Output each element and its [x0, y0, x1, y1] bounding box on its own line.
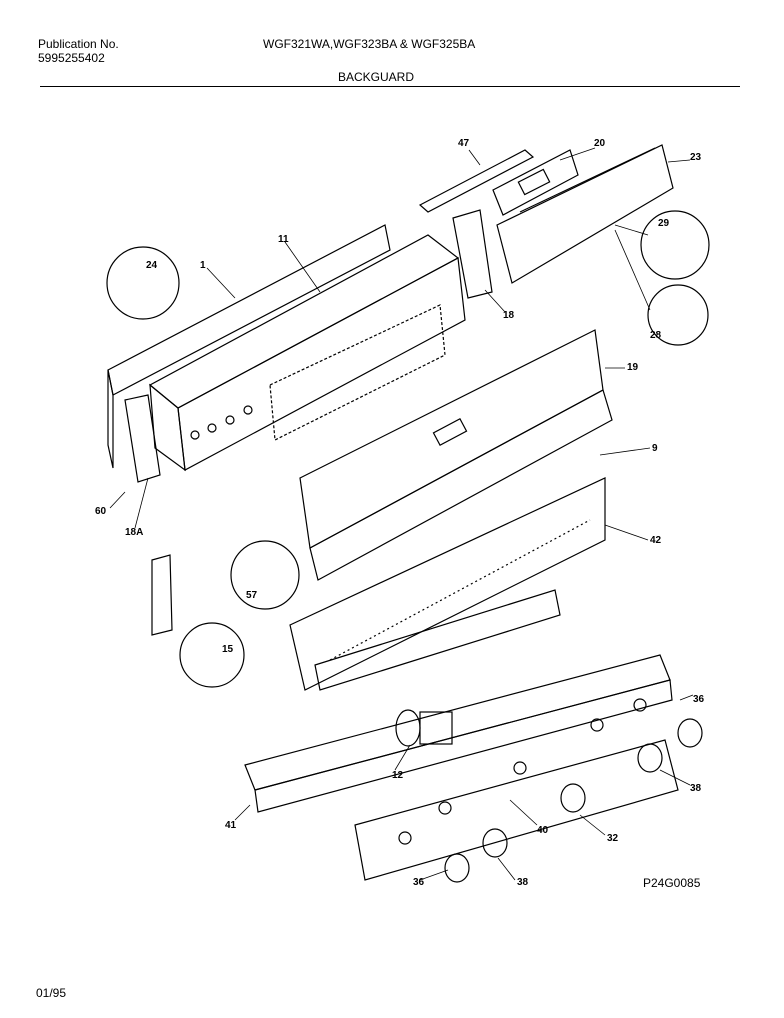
clock-knob-detail-icon	[647, 284, 709, 346]
rear-panel-part	[496, 144, 674, 284]
manifold-panel-part	[244, 654, 673, 813]
callout-38-right: 38	[690, 783, 702, 794]
publication-number: 5995255402	[38, 51, 105, 65]
callout-42: 42	[650, 535, 662, 546]
timer-knob-detail-icon	[640, 210, 710, 280]
drawing-id: P24G0085	[643, 876, 701, 890]
callout-12: 12	[392, 770, 404, 781]
backguard-frame-part	[107, 224, 466, 472]
leader-lines	[109, 147, 694, 881]
callout-47: 47	[458, 138, 470, 149]
publication-label: Publication No.	[38, 37, 119, 51]
model-numbers: WGF321WA,WGF323BA & WGF325BA	[263, 37, 476, 51]
callout-9: 9	[652, 443, 658, 454]
callout-60: 60	[95, 506, 107, 517]
detail-circles	[106, 210, 710, 688]
callout-57: 57	[246, 590, 258, 601]
callout-23: 23	[690, 152, 702, 163]
callout-36-top: 36	[693, 694, 705, 705]
trim-vent-part	[289, 477, 606, 691]
callout-1: 1	[200, 260, 206, 271]
callout-41: 41	[225, 820, 237, 831]
clip-detail-icon	[179, 622, 245, 688]
callout-29: 29	[658, 218, 670, 229]
callout-28: 28	[650, 330, 662, 341]
side-bracket-18a	[124, 394, 173, 636]
section-title: BACKGUARD	[338, 70, 415, 84]
callout-24: 24	[146, 260, 158, 271]
callout-19: 19	[627, 362, 639, 373]
callout-38-bottom: 38	[517, 877, 529, 888]
knob-icon	[444, 718, 703, 883]
callout-15: 15	[222, 644, 234, 655]
callout-36-bottom: 36	[413, 877, 425, 888]
callout-18: 18	[503, 310, 515, 321]
callout-40: 40	[537, 825, 549, 836]
control-bracket-part	[418, 149, 579, 216]
callout-labels: 1 11 24 47 20 23 29 28 18 19 9 42 60 18A…	[95, 138, 705, 888]
header-rule	[40, 86, 740, 87]
callout-11: 11	[278, 234, 289, 245]
igniter-module-part	[395, 709, 453, 747]
callout-18a: 18A	[125, 527, 143, 538]
side-bracket-18	[452, 209, 493, 299]
screw-detail-icon	[230, 540, 300, 610]
footer-date: 01/95	[36, 986, 67, 1000]
rocker-switch-detail-icon	[106, 246, 180, 320]
front-panel-part	[299, 329, 613, 581]
callout-32: 32	[607, 833, 619, 844]
knob-panel-part	[354, 698, 679, 881]
callout-20: 20	[594, 138, 606, 149]
